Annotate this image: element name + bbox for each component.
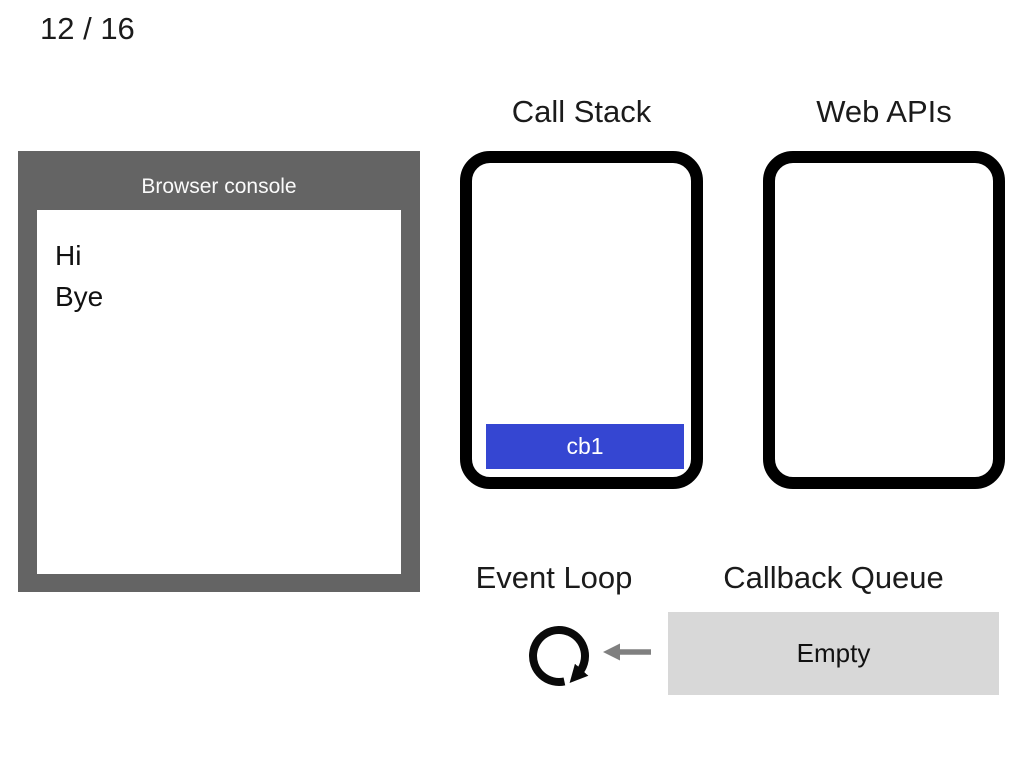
event-loop-icon	[529, 625, 589, 686]
call-stack-box: cb1	[460, 151, 703, 489]
browser-console-panel: Browser console Hi Bye	[18, 151, 420, 592]
console-output: Hi Bye	[37, 210, 401, 574]
console-log-line: Hi	[55, 240, 82, 271]
callback-queue-box: Empty	[668, 612, 999, 695]
callback-queue-status: Empty	[796, 638, 871, 668]
web-apis-box	[763, 151, 1005, 489]
event-loop-title: Event Loop	[475, 560, 633, 595]
web-apis-title: Web APIs	[816, 94, 952, 129]
stack-frame-cb1: cb1	[486, 424, 684, 469]
callback-queue-title: Callback Queue	[723, 560, 944, 595]
call-stack-title: Call Stack	[511, 94, 652, 129]
queue-to-loop-arrow-icon	[603, 643, 651, 661]
console-log-line: Bye	[55, 280, 104, 312]
browser-console-title: Browser console	[141, 175, 297, 198]
page-number: 12 / 16	[40, 11, 135, 46]
